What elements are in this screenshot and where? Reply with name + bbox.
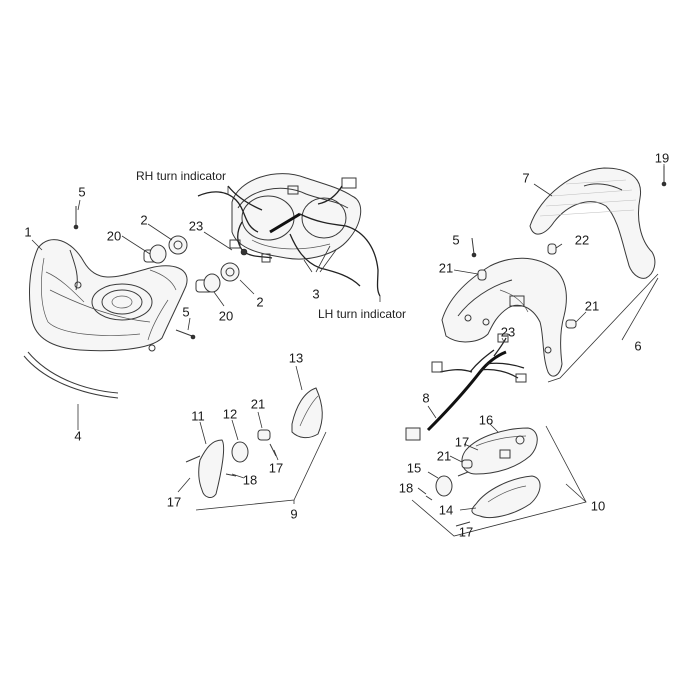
callout-number: 18	[242, 472, 258, 488]
callout-number: 17	[166, 494, 182, 510]
rear-fairing	[529, 167, 656, 279]
callout-number: 10	[590, 498, 606, 514]
callout-number: 9	[290, 506, 298, 522]
callout-number: 3	[312, 286, 320, 302]
callout-number: 7	[522, 170, 530, 186]
lh-turn-indicator-label: LH turn indicator	[318, 307, 407, 321]
callout-number: 20	[106, 228, 122, 244]
callout-number: 5	[452, 232, 460, 248]
callout-number: 2	[140, 212, 148, 228]
callout-number: 23	[188, 218, 204, 234]
headlight-assembly	[29, 239, 188, 352]
callout-number: 20	[218, 308, 234, 324]
callout-number: 15	[406, 460, 422, 476]
housing-wiring	[197, 185, 381, 297]
callout-number: 19	[654, 150, 670, 166]
callout-number: 21	[436, 448, 452, 464]
callout-number: 16	[478, 412, 494, 428]
callout-number: 8	[422, 390, 430, 406]
leader-lines	[31, 164, 665, 537]
rear-light-carrier	[441, 257, 567, 377]
callout-number: 21	[584, 298, 600, 314]
callout-number: 12	[222, 406, 238, 422]
carrier-bulbs	[477, 243, 577, 329]
callout-number: 17	[268, 460, 284, 476]
callout-number: 21	[250, 396, 266, 412]
trim-strip	[23, 355, 119, 399]
callout-number: 17	[458, 524, 474, 540]
callout-number: 21	[438, 260, 454, 276]
callout-number: 23	[500, 324, 516, 340]
callout-number: 17	[454, 434, 470, 450]
callout-number: 11	[191, 408, 205, 424]
callout-number: 13	[288, 350, 304, 366]
rh-turn-indicator-label: RH turn indicator	[136, 169, 227, 183]
callout-number: 14	[438, 502, 454, 518]
lower-bulb-group	[195, 262, 240, 293]
callout-number: 22	[574, 232, 590, 248]
rear-wiring-harness	[405, 333, 527, 441]
tail-light-unit	[435, 427, 541, 518]
callout-number: 1	[24, 224, 32, 240]
upper-bulb-group	[143, 235, 188, 264]
callout-number: 6	[634, 338, 642, 354]
callout-number: 4	[74, 428, 82, 444]
callout-number: 5	[182, 304, 190, 320]
callout-number: 5	[78, 184, 86, 200]
callout-number: 2	[256, 294, 264, 310]
callout-number: 18	[398, 480, 414, 496]
turn-indicator-assembly	[198, 387, 323, 498]
